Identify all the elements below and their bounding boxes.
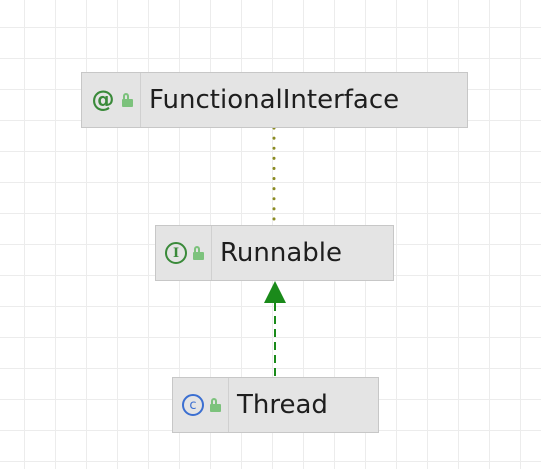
node-divider [211,226,212,280]
node-divider [140,73,141,127]
implements-arrowhead [264,281,286,303]
node-label: FunctionalInterface [149,85,400,115]
node-label: Thread [237,390,328,420]
node-thread[interactable]: c Thread [172,377,379,433]
annotation-icon: @ [91,86,115,113]
public-lock-icon [193,246,204,260]
class-icon: c [182,394,204,416]
node-runnable[interactable]: I Runnable [155,225,394,281]
interface-icon: I [165,242,187,264]
node-label: Runnable [220,238,342,268]
node-divider [228,378,229,432]
node-functional-interface[interactable]: @ FunctionalInterface [81,72,468,128]
public-lock-icon [122,93,133,107]
public-lock-icon [210,398,221,412]
